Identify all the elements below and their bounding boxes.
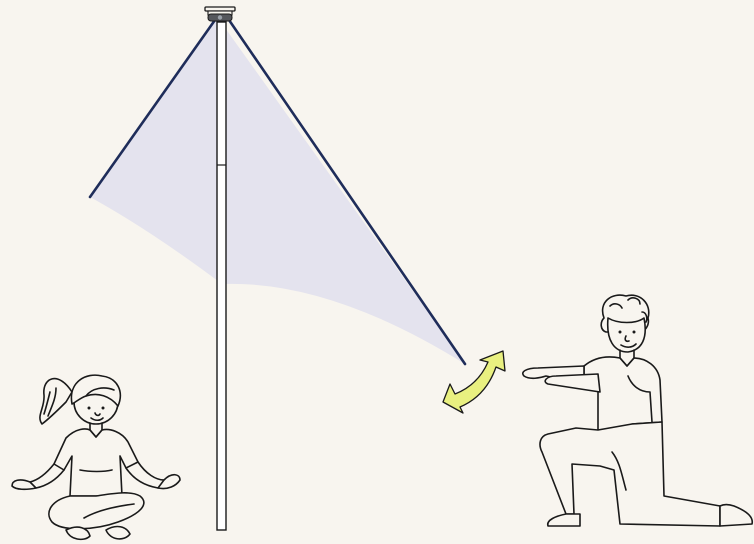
double-arrow-icon xyxy=(442,350,506,414)
pole xyxy=(216,21,227,531)
sensor-icon xyxy=(204,6,236,22)
kneeling-man xyxy=(522,294,754,527)
beam-right-line xyxy=(227,18,467,366)
beam-left-line xyxy=(88,18,217,199)
sitting-woman xyxy=(11,374,181,541)
coverage-area xyxy=(90,18,465,364)
